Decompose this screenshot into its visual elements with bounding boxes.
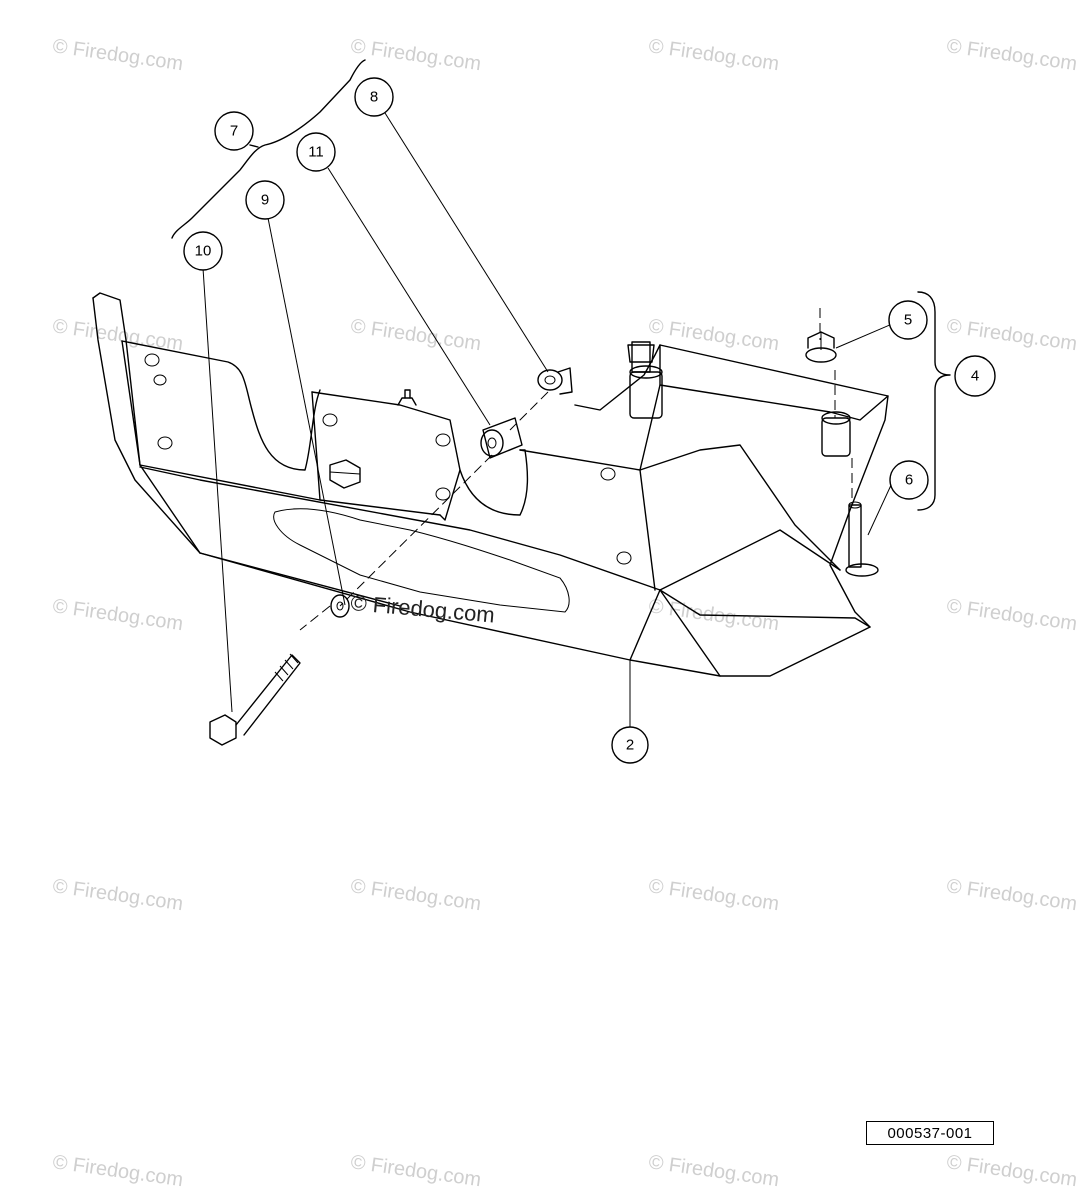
watermark: © Firedog.com <box>51 1151 184 1191</box>
spacer <box>480 417 523 459</box>
flange-nut <box>805 331 837 363</box>
watermark: © Firedog.com <box>647 875 780 915</box>
callout-10: 10 <box>183 231 223 271</box>
callout-7-label: 7 <box>230 123 238 140</box>
watermark: © Firedog.com <box>349 875 482 915</box>
callout-8: 8 <box>354 77 394 117</box>
grommet <box>537 367 573 395</box>
callout-10-label: 10 <box>195 243 212 260</box>
reference-code: 000537-001 <box>887 1124 973 1142</box>
watermark: © Firedog.com <box>647 315 780 355</box>
watermark-grid: © Firedog.com © Firedog.com © Firedog.co… <box>51 35 1078 1191</box>
watermark: © Firedog.com <box>647 35 780 75</box>
watermark: © Firedog.com <box>51 595 184 635</box>
watermark: © Firedog.com <box>349 1151 482 1191</box>
carriage-bolt <box>845 501 879 577</box>
callout-11: 11 <box>296 132 336 172</box>
watermark: © Firedog.com <box>349 315 482 355</box>
centerlines <box>299 308 853 631</box>
callout-5: 5 <box>888 300 928 340</box>
watermark: © Firedog.com <box>945 315 1078 355</box>
standoff-spacer <box>821 411 851 457</box>
callout-8-label: 8 <box>370 89 378 106</box>
callout-9-label: 9 <box>261 192 269 209</box>
reference-code-box: 000537-001 <box>866 1121 994 1145</box>
callout-7-brace-stem <box>249 144 259 148</box>
watermark: © Firedog.com <box>647 1151 780 1191</box>
callout-4-brace <box>917 291 951 511</box>
callout-7-brace <box>171 59 366 239</box>
bolt <box>209 653 301 746</box>
callout-4: 4 <box>954 355 996 397</box>
callout-6-label: 6 <box>905 472 913 489</box>
callout-4-label: 4 <box>971 368 979 385</box>
watermark: © Firedog.com <box>349 35 482 75</box>
washer <box>330 594 350 618</box>
leader-lines <box>202 112 893 728</box>
standoff-post <box>627 341 663 419</box>
watermark: © Firedog.com <box>51 35 184 75</box>
callout-5-label: 5 <box>904 312 912 329</box>
skid-plate <box>92 292 889 677</box>
watermark: © Firedog.com <box>945 875 1078 915</box>
callout-2: 2 <box>611 726 649 764</box>
watermark: © Firedog.com <box>945 595 1078 635</box>
callout-9: 9 <box>245 180 285 220</box>
watermark: © Firedog.com <box>945 35 1078 75</box>
callout-2-label: 2 <box>626 737 634 754</box>
watermark: © Firedog.com <box>51 875 184 915</box>
callout-11-label: 11 <box>308 144 324 161</box>
center-watermark: © Firedog.com <box>350 590 496 628</box>
callout-6: 6 <box>889 460 929 500</box>
callout-7: 7 <box>214 111 254 151</box>
watermark: © Firedog.com <box>945 1151 1078 1191</box>
